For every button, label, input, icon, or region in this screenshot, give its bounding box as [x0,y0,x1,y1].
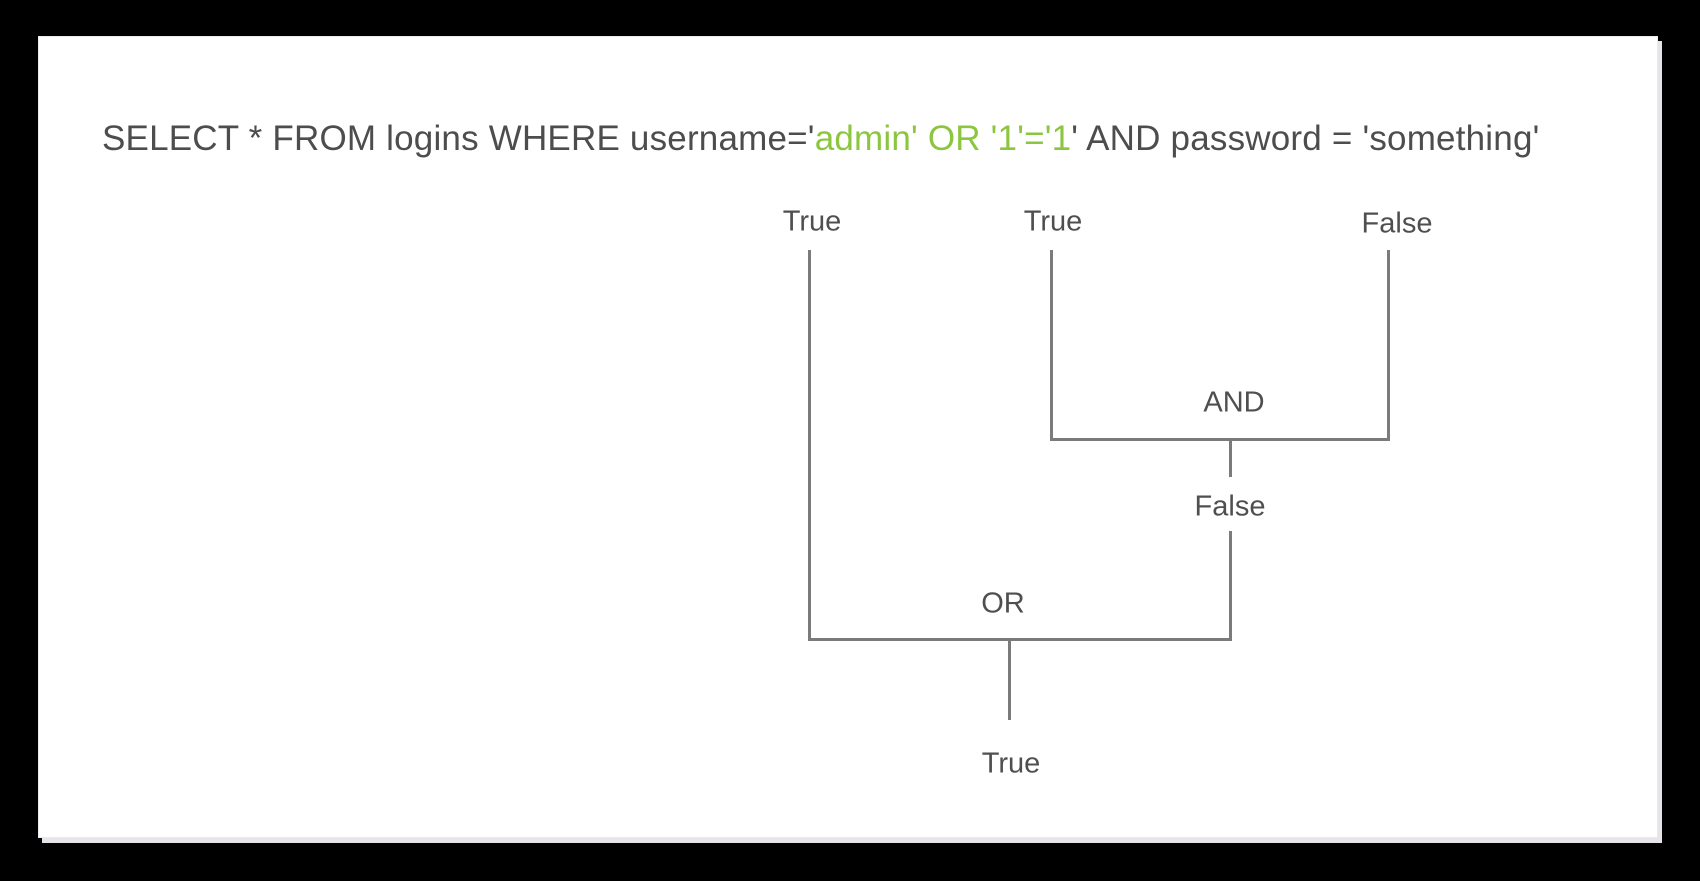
tree-operator-and-label: AND [1203,386,1265,419]
connector-line-or-output-stub [1008,640,1011,720]
connector-line-and-result-to-or [1229,531,1232,640]
connector-line-leaf3-to-and [1387,250,1390,441]
connector-line-and-bracket [1050,438,1390,441]
tree-and-result-label: False [1194,490,1266,523]
tree-leaf-label-true-1: True [782,205,842,238]
sql-injected-payload: admin' OR '1'='1 [814,119,1072,158]
connector-line-leaf1-to-or [808,250,811,641]
tree-final-result-label: True [981,747,1041,780]
sql-query-text: SELECT * FROM logins WHERE username='adm… [102,118,1540,160]
tree-leaf-label-true-2: True [1023,205,1083,238]
tree-operator-or-label: OR [981,587,1025,620]
sql-query-prefix: SELECT * FROM logins WHERE username=' [102,119,815,158]
tree-leaf-label-false: False [1361,207,1433,240]
sql-query-suffix: ' AND password = 'something' [1071,119,1540,158]
connector-line-and-output-stub [1229,440,1232,477]
connector-line-or-bracket [808,638,1232,641]
connector-line-leaf2-to-and [1050,250,1053,441]
